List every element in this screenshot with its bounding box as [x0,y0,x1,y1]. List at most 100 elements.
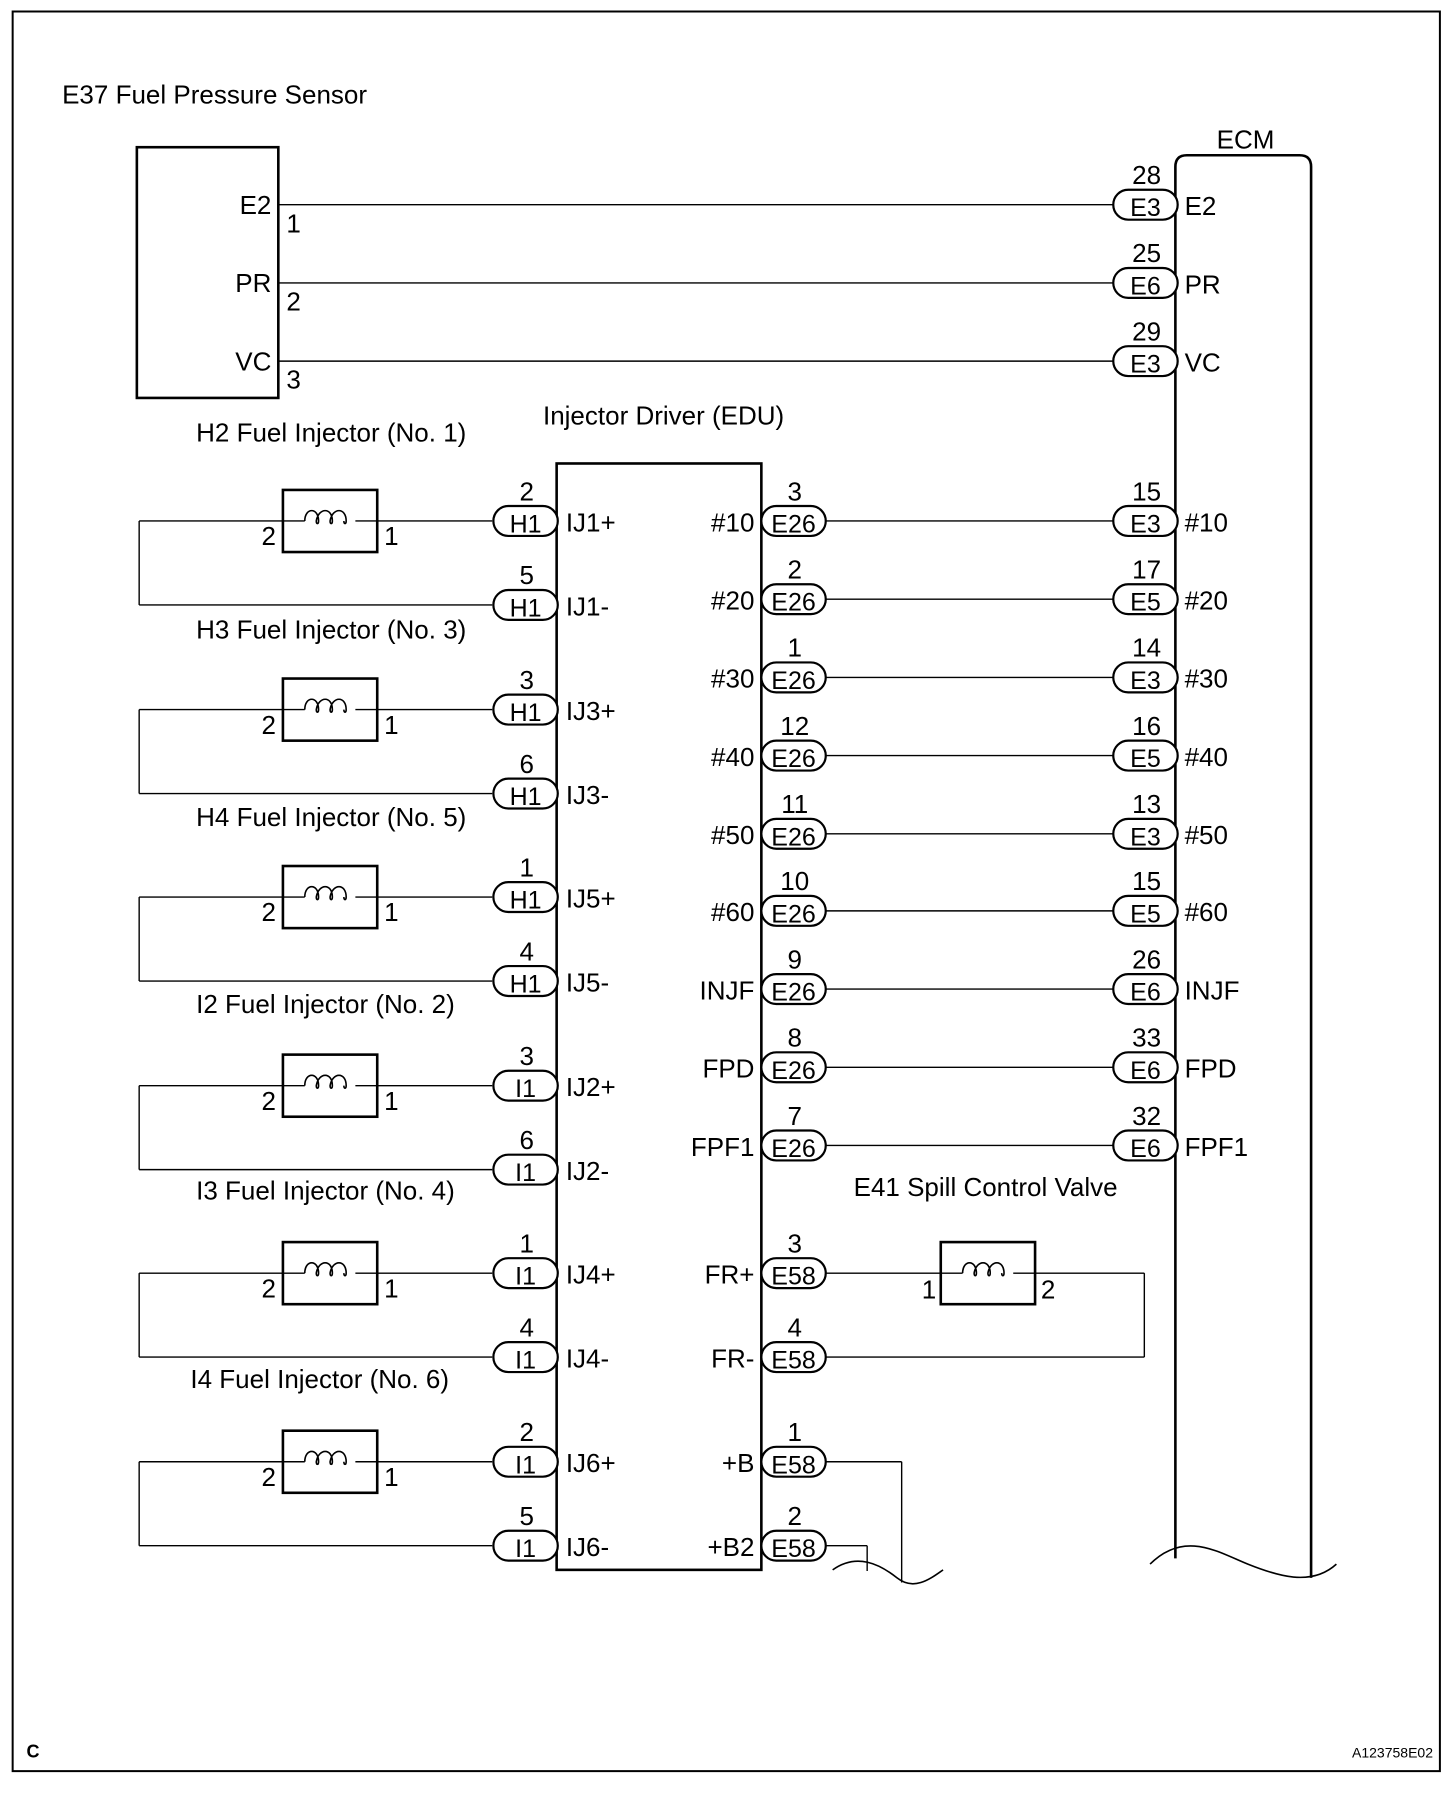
edu-connector [492,1341,559,1374]
ecm-break-line [1149,1545,1337,1579]
edu-terminal: IJ2- [566,1156,609,1186]
edu-signal-label: #40 [711,742,754,772]
edu-connector-id: I1 [515,1263,536,1291]
edu-pin-num: 2 [520,476,534,506]
edu-pin-num: 4 [520,936,534,966]
edu-connector [492,964,559,998]
edu-terminal: IJ1+ [566,507,616,537]
edu-connector [492,1069,559,1102]
edu-connector-id: E26 [771,510,815,538]
edu-connector-id: E58 [771,1535,815,1563]
edu-pin-num: 12 [780,711,809,741]
edu-signal-label: #30 [711,664,754,694]
edu-connector-id: E26 [771,589,815,617]
corner-label: C [26,1741,39,1761]
sensor-pin-num: 3 [286,365,300,395]
ecm-terminal: #10 [1185,507,1228,537]
coil-pin-left: 2 [262,1273,276,1303]
edu-signal-label: FR- [711,1343,754,1373]
edu-connector [492,588,559,621]
edu-connector [492,693,559,726]
edu-title: Injector Driver (EDU) [543,400,784,430]
edu-pin-num: 1 [520,1228,534,1258]
edu-pin-num: 4 [520,1312,534,1342]
edu-signal-label: +B2 [707,1532,754,1562]
edu-pin-num: 5 [520,560,534,590]
edu-connector [492,881,559,914]
ecm-terminal: INJF [1185,975,1240,1005]
edu-signal-label: INJF [700,975,755,1005]
edu-connector [492,777,559,810]
ecm-pin-num: 14 [1132,633,1161,663]
ecm-terminal: E2 [1185,191,1217,221]
coil-pin-right: 1 [384,710,398,740]
ecm-connector [1112,973,1179,1006]
edu-pin-num: 8 [787,1023,801,1053]
edu-pin-num: 3 [787,1228,801,1258]
ecm-connector [1112,739,1179,772]
edu-connector-id: E58 [771,1451,815,1479]
ecm-connector [1112,504,1179,538]
ecm-terminal: FPD [1185,1054,1237,1084]
ecm-pin-num: 17 [1132,554,1161,584]
edu-pin-num: 9 [787,944,801,974]
edu-terminal: IJ1- [566,591,609,621]
ecm-terminal: #50 [1185,820,1228,850]
power-break-line [832,1560,944,1585]
ecm-connector-id: E5 [1130,745,1161,773]
edu-pin-num: 6 [520,749,534,779]
edu-connector [492,1529,559,1562]
ecm-title: ECM [1217,124,1275,154]
ecm-pin-num: 28 [1132,160,1161,190]
edu-signal-label: +B [722,1448,755,1478]
injector-coil-winding [303,885,347,901]
edu-terminal: IJ4- [566,1343,609,1373]
injector-title: I2 Fuel Injector (No. 2) [196,989,455,1019]
edu-pin-num: 3 [520,1041,534,1071]
edu-connector-id: E26 [771,823,815,851]
coil-pin-left: 2 [262,521,276,551]
edu-connector-id: H1 [510,971,542,999]
edu-connector-id: H1 [510,699,542,727]
edu-connector-id: H1 [510,510,542,538]
edu-pin-num: 5 [520,1501,534,1531]
injector-coil-winding [303,698,347,713]
ecm-connector-id: E5 [1130,900,1161,928]
edu-connector-id: E58 [771,1347,815,1375]
edu-connector [492,1153,559,1186]
sensor-pin-num: 1 [286,208,300,238]
ecm-terminal: VC [1185,347,1221,377]
edu-pin-num: 2 [787,554,801,584]
ecm-connector [1112,1129,1179,1162]
ecm-connector [1112,188,1179,221]
edu-terminal: IJ3+ [566,696,616,726]
sensor-title: E37 Fuel Pressure Sensor [62,80,367,110]
injector-coil-winding [303,1074,347,1090]
edu-connector-id: E26 [771,745,815,773]
ecm-connector-id: E5 [1130,589,1161,617]
ecm-pin-num: 15 [1132,476,1161,506]
edu-connector-id: H1 [510,594,542,622]
edu-pin-num: 1 [520,852,534,882]
edu-signal-label: #50 [711,820,754,850]
edu-box [555,462,763,1572]
edu-connector-id: I1 [515,1159,536,1187]
ecm-connector-id: E3 [1130,667,1161,695]
coil-pin-right: 1 [384,521,398,551]
edu-connector [492,1257,559,1290]
edu-connector-id: I1 [515,1451,536,1479]
edu-signal-label: FPD [702,1054,754,1084]
coil-pin-right: 1 [384,1462,398,1492]
edu-signal-label: FPF1 [691,1132,755,1162]
coil-pin-right: 1 [384,897,398,927]
ecm-connector [1112,583,1179,616]
ecm-connector [1112,345,1179,378]
edu-pin-num: 11 [781,789,808,819]
edu-pin-num: 7 [787,1101,801,1131]
edu-connector-id: I1 [515,1535,536,1563]
ecm-terminal: #40 [1185,742,1228,772]
edu-terminal: IJ5+ [566,883,616,913]
edu-pin-num: 10 [780,866,809,896]
